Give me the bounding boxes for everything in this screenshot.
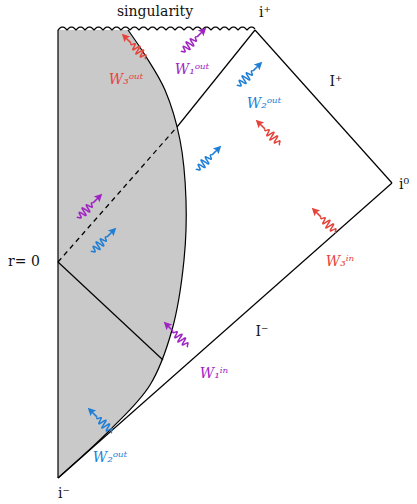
past-null-infinity	[58, 183, 392, 478]
wave-packet	[89, 225, 120, 256]
reflected-ray	[58, 262, 163, 360]
packet-arrow-shaft	[260, 124, 265, 129]
packet-arrow-shaft	[126, 38, 131, 43]
horizon-inside	[58, 127, 177, 262]
wave-squiggle	[318, 214, 339, 235]
singularity-line	[58, 27, 255, 30]
packet-arrow-shaft	[253, 66, 258, 71]
packet-arrowhead	[198, 25, 209, 36]
packet-arrowhead	[85, 405, 96, 416]
singularity-label: singularity	[117, 4, 193, 19]
packet-arrowhead	[161, 319, 172, 330]
packet-label: W₃ⁱⁿ	[326, 254, 355, 269]
packet-label: W₁ᵒᵘᵗ	[175, 62, 209, 77]
wave-packet	[161, 319, 192, 350]
packet-arrow-shaft	[93, 198, 98, 203]
wave-packet	[235, 59, 266, 90]
future-timelike-infinity: i⁺	[259, 5, 271, 20]
packet-arrow-shaft	[92, 412, 97, 417]
past-timelike-infinity: i⁻	[58, 486, 70, 501]
wave-squiggle	[235, 68, 256, 89]
wave-packet	[309, 205, 340, 236]
wave-squiggle	[179, 34, 200, 55]
wave-squiggle	[75, 200, 96, 221]
wave-packet	[179, 25, 210, 56]
packet-arrowhead	[254, 59, 265, 70]
wave-packet	[119, 31, 150, 62]
event-horizon	[177, 30, 255, 127]
wave-squiggle	[128, 40, 149, 61]
wave-squiggle	[194, 152, 215, 173]
origin-axis	[57, 30, 58, 478]
packet-arrow-shaft	[197, 32, 202, 37]
packet-arrowhead	[119, 31, 130, 42]
packet-arrow-shaft	[212, 150, 217, 155]
wave-squiggle	[262, 126, 283, 147]
past-null-infinity-label: I⁻	[256, 324, 269, 339]
wave-squiggle	[170, 328, 191, 349]
packet-arrow-shaft	[168, 326, 173, 331]
wave-packet	[253, 117, 284, 148]
packet-arrow-shaft	[107, 232, 112, 237]
packet-label: W₃ᵒᵘᵗ	[109, 72, 143, 87]
wave-squiggle	[94, 414, 115, 435]
packet-label: W₂ᵒᵘᵗ	[93, 450, 127, 465]
packet-label: W₁ⁱⁿ	[200, 366, 229, 381]
wave-packet	[75, 191, 106, 222]
packet-label: W₂ᵒᵘᵗ	[247, 96, 281, 111]
packet-arrow-shaft	[316, 212, 321, 217]
wave-packet	[85, 405, 116, 436]
packet-arrowhead	[108, 225, 119, 236]
packet-arrowhead	[94, 191, 105, 202]
star-surface	[58, 30, 186, 478]
wave-packet	[194, 143, 225, 174]
packet-arrowhead	[213, 143, 224, 154]
wave-squiggle	[89, 234, 110, 255]
collapsing-star	[58, 30, 186, 478]
packet-arrowhead	[253, 117, 264, 128]
spatial-infinity: i⁰	[399, 177, 409, 192]
origin-label: r= 0	[8, 254, 40, 269]
packet-arrowhead	[309, 205, 320, 216]
future-null-infinity-label: I⁺	[330, 74, 343, 89]
